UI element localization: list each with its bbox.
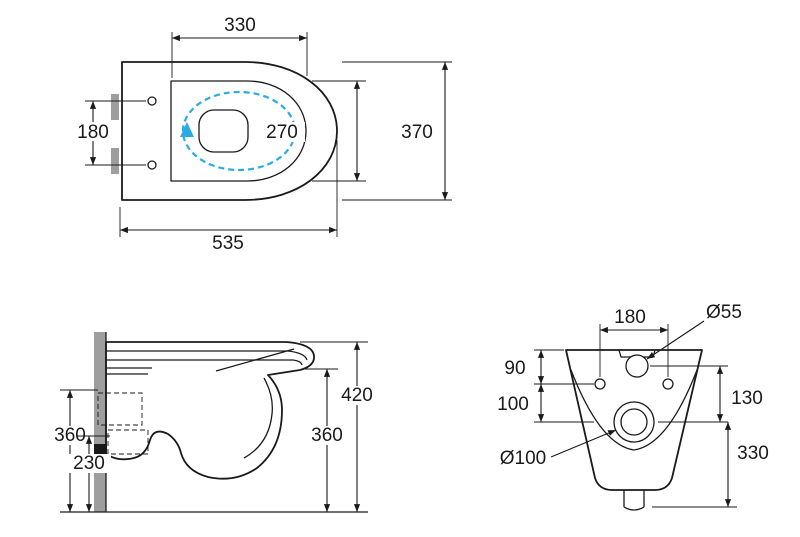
outlet-connection-box: [107, 429, 149, 455]
dim-inlet-to-outlet: 130: [650, 365, 763, 423]
bowl-profile-side: [105, 341, 315, 480]
dim-hole-spacing-top: 180: [70, 100, 146, 166]
dim-label-130: 130: [731, 388, 763, 409]
dim-outlet-diameter: Ø100: [500, 429, 617, 469]
dim-label-370: 370: [401, 122, 433, 143]
dim-label-330-rear: 330: [737, 443, 769, 464]
wall-pad-top: [111, 94, 119, 120]
dim-seat-length: 330: [171, 15, 308, 78]
dim-hole-spacing-rear: 180: [599, 307, 669, 377]
wall-section: [94, 332, 106, 512]
dim-inner-width: 270: [258, 80, 366, 182]
outlet-hole-inner: [620, 408, 648, 436]
dim-label-180-rear: 180: [614, 307, 646, 328]
outlet-stub-bottom: [623, 506, 645, 511]
dim-label-230: 230: [73, 453, 105, 474]
seat-line-2: [106, 359, 303, 366]
dim-overall-width: 370: [342, 61, 452, 201]
dim-outlet-height-rear: 330: [652, 422, 769, 508]
dim-overall-height: 420: [300, 341, 379, 512]
bowl-inner-curve-rear: [570, 369, 698, 451]
dim-label-360-left: 360: [54, 425, 86, 446]
dim-overall-depth: 535: [119, 140, 338, 254]
dim-supply-height: 360: [48, 389, 98, 512]
mount-hole-top: [147, 96, 157, 106]
dim-label-270: 270: [266, 122, 298, 143]
dim-label-330-top: 330: [224, 15, 256, 36]
dim-holes-to-outlet: 100: [497, 384, 594, 423]
top-view: 330 535 180 270: [70, 15, 452, 254]
mount-hole-left: [594, 378, 606, 390]
seat-line-1: [106, 350, 308, 361]
mount-hole-right: [662, 378, 674, 390]
bowl-outer-outline-top: [121, 61, 338, 201]
dim-label-90: 90: [504, 358, 525, 379]
seat-opening-edge: [215, 348, 295, 372]
dim-outlet-height-side: 230: [67, 435, 111, 512]
dim-flush-inlet-diameter: Ø55: [646, 302, 742, 360]
bowl-outline-rear: [565, 349, 703, 491]
wall-pad-bottom: [111, 148, 119, 174]
supply-connection-box: [97, 392, 143, 426]
dim-label-360-right: 360: [311, 425, 343, 446]
dim-label-d55: Ø55: [706, 302, 742, 323]
dim-label-180-top: 180: [77, 122, 109, 143]
dim-top-to-holes: 90: [504, 349, 594, 385]
flush-inlet-hole: [625, 354, 649, 378]
dim-label-100: 100: [497, 394, 529, 415]
mount-hole-bottom: [147, 160, 157, 170]
seat-outline-top: [170, 80, 307, 182]
dim-label-420: 420: [341, 385, 373, 406]
bowl-inner-line: [243, 377, 273, 459]
bowl-opening: [198, 109, 249, 153]
dim-label-d100: Ø100: [500, 448, 546, 469]
rear-view: 180 Ø55 90 100 130: [497, 302, 769, 511]
dim-rim-height: 360: [304, 368, 349, 512]
side-view: 360 230 360 420: [48, 332, 379, 513]
dim-label-535: 535: [212, 233, 244, 254]
flush-arrow-icon: [180, 122, 194, 137]
